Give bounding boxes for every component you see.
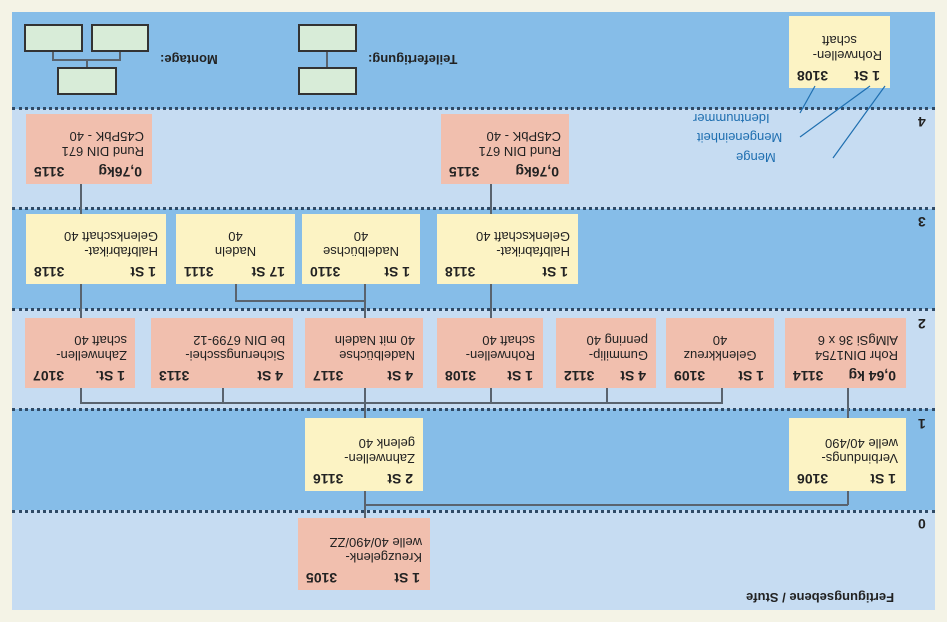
legend-teilefertigung-label: Teilefertigung:: [368, 52, 458, 67]
pointer-line: [799, 85, 816, 114]
legend-part-box: [298, 67, 357, 95]
connector: [86, 59, 88, 67]
pointer-line: [799, 85, 871, 138]
connector: [326, 52, 328, 67]
legend-part-box: [298, 24, 357, 52]
legend-assembly-box: [57, 67, 117, 95]
legend-assembly-box: [24, 24, 83, 52]
legend-assembly-box: [91, 24, 149, 52]
pointer-line: [832, 85, 886, 159]
legend-montage-label: Montage:: [160, 52, 218, 67]
